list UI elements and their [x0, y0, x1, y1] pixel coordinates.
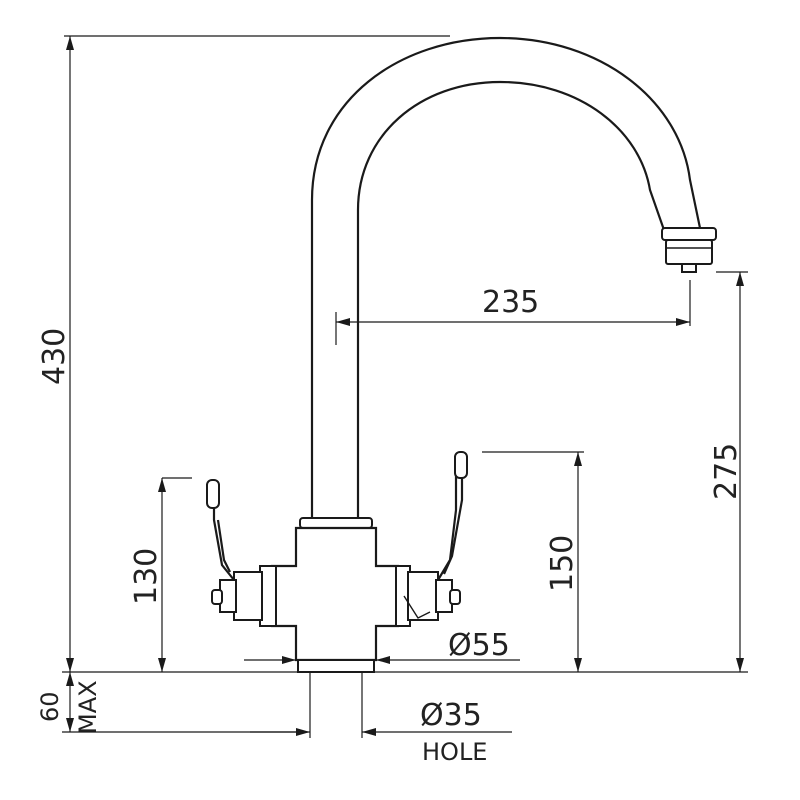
- label-total-height: 430: [37, 328, 72, 385]
- label-spout-height: 275: [709, 443, 744, 500]
- spout-outer: [310, 36, 702, 520]
- left-valve: [206, 479, 277, 627]
- spout-outlet: [661, 227, 717, 273]
- base-plate: [297, 659, 375, 673]
- spout-collar: [299, 517, 373, 529]
- faucet-outline: [206, 36, 717, 673]
- label-lever-height-left: 130: [129, 548, 164, 605]
- label-hole: HOLE: [422, 738, 487, 766]
- dimension-labels: 430 235 275 130 150 Ø55 Ø35 HOLE 60 MAX: [36, 285, 744, 766]
- label-spout-reach: 235: [482, 285, 539, 320]
- label-hole-diameter: Ø35: [420, 698, 482, 733]
- spout-inner: [356, 80, 666, 520]
- label-base-diameter: Ø55: [448, 628, 510, 663]
- right-valve: [395, 451, 468, 627]
- label-max: MAX: [74, 680, 102, 734]
- label-lever-height-right: 150: [545, 535, 580, 592]
- central-body: [270, 526, 400, 662]
- dimension-lines: [62, 35, 748, 738]
- label-max-deck: 60: [36, 691, 64, 722]
